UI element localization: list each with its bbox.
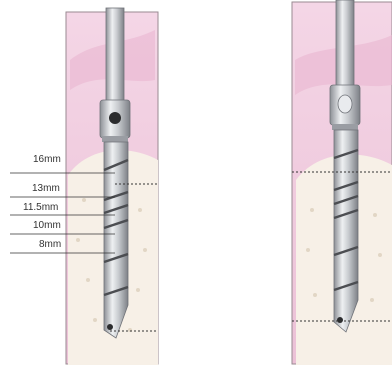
depth-label-11-5mm: 11.5mm bbox=[23, 203, 58, 213]
depth-label-10mm: 10mm bbox=[33, 221, 61, 231]
depth-label-8mm: 8mm bbox=[39, 240, 61, 250]
depth-label-16mm: 16mm bbox=[33, 155, 61, 165]
right-panel bbox=[292, 0, 392, 365]
depth-label-13mm: 13mm bbox=[32, 184, 60, 194]
